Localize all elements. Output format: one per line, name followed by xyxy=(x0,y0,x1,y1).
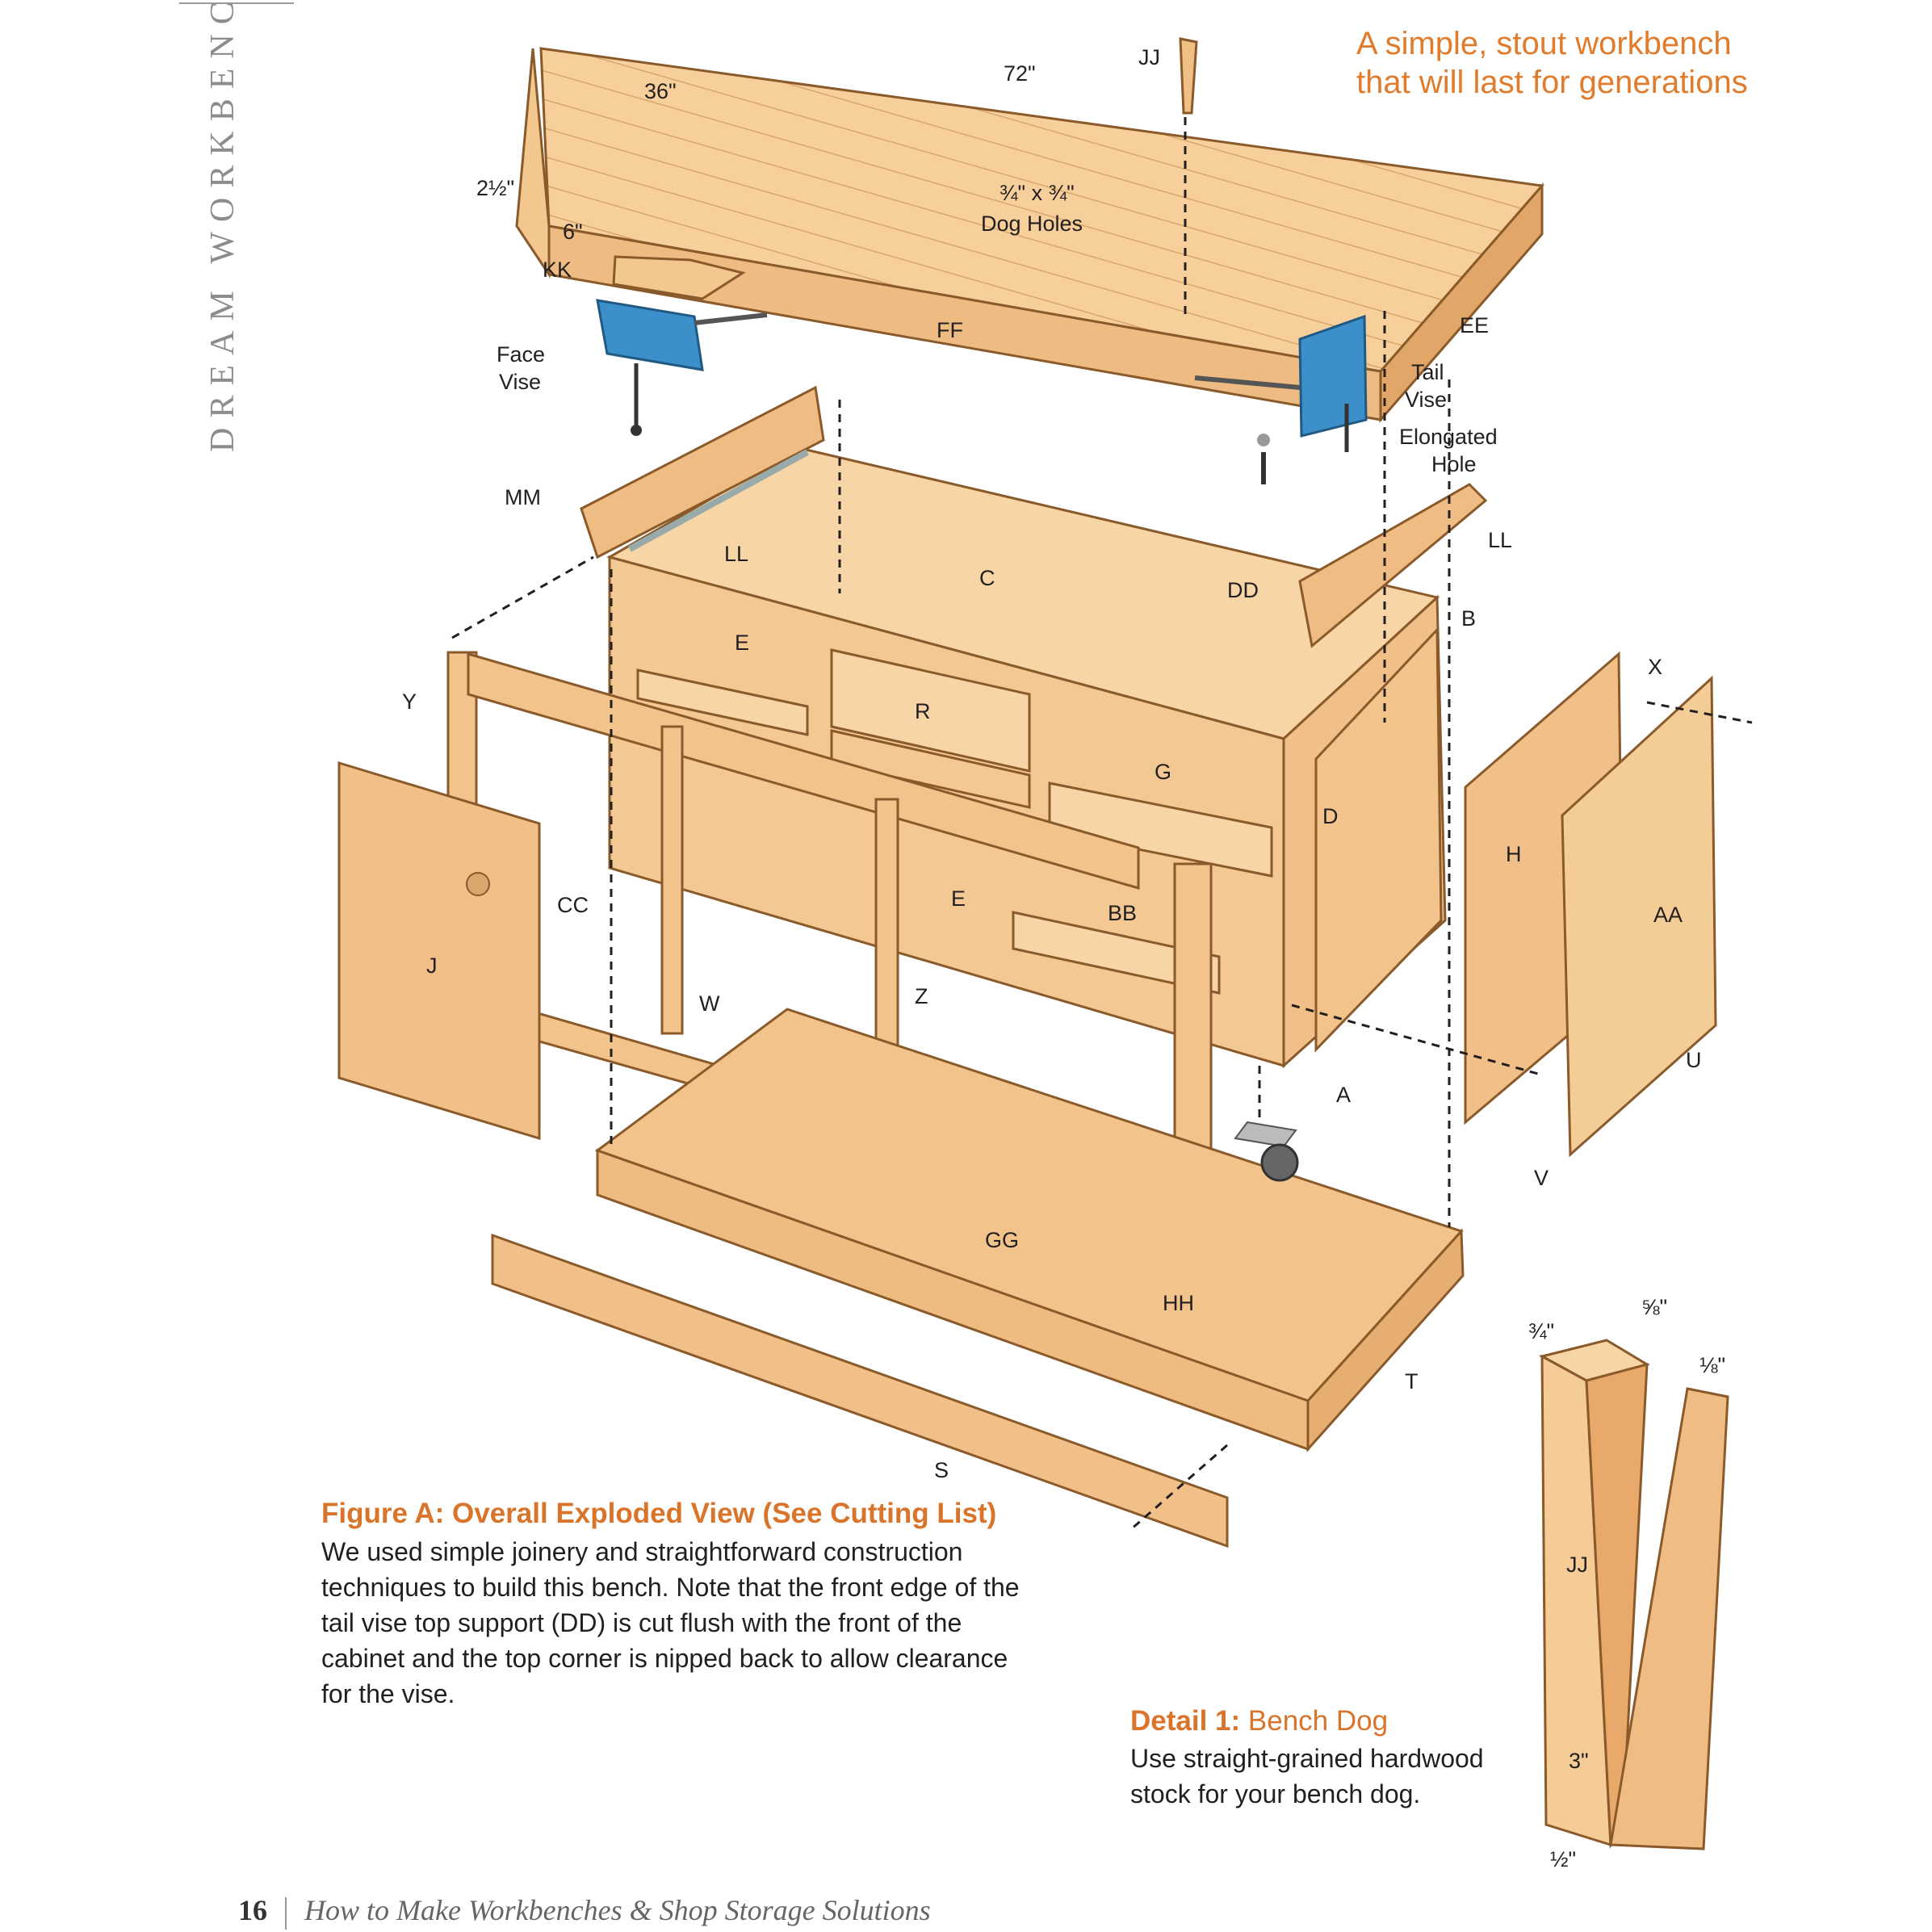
label-face-vise-1: Face xyxy=(497,342,545,367)
label-u: U xyxy=(1686,1048,1702,1072)
label-face-vise-2: Vise xyxy=(499,370,541,394)
label-gg: GG xyxy=(985,1228,1019,1252)
side-frame-u xyxy=(1561,675,1717,1158)
label-mm: MM xyxy=(505,485,541,509)
label-ff: FF xyxy=(937,318,963,342)
tail-vise xyxy=(1194,314,1368,484)
diagram-labels: 36" 72" 2½" 6" ¾" x ¾" Dog Holes JJ KK F… xyxy=(402,45,1725,1871)
tagline-line-1: A simple, stout workbench xyxy=(1356,26,1732,61)
label-dog-holes: Dog Holes xyxy=(981,212,1083,236)
label-6: 6" xyxy=(563,220,583,244)
detail-title: Detail 1: Bench Dog xyxy=(1130,1705,1388,1737)
label-ee: EE xyxy=(1460,313,1489,337)
label-b: B xyxy=(1461,606,1476,631)
bench-dog-top xyxy=(1179,37,1198,115)
page-number: 16 xyxy=(238,1894,267,1926)
label-s: S xyxy=(934,1458,949,1482)
figure-title: Figure A: Overall Exploded View (See Cut… xyxy=(321,1498,997,1529)
label-z: Z xyxy=(915,984,928,1008)
label-w: W xyxy=(699,991,720,1016)
detail-caption: Use straight-grained hardwood stock for … xyxy=(1130,1744,1484,1808)
label-elongated: Elongated xyxy=(1399,425,1498,449)
label-r: R xyxy=(915,699,931,723)
label-det-12: ½" xyxy=(1550,1847,1576,1871)
label-tail-vise-2: Vise xyxy=(1405,388,1447,412)
label-e-2: E xyxy=(951,886,966,911)
page-footer: 16 How to Make Workbenches & Shop Storage… xyxy=(238,1893,931,1930)
label-hh: HH xyxy=(1163,1291,1194,1315)
label-ll-2: LL xyxy=(1488,528,1512,552)
footer-divider xyxy=(285,1896,287,1930)
label-det-34: ¾" xyxy=(1528,1319,1554,1343)
detail-bench-dog xyxy=(1538,1339,1729,1850)
detail-title-bold: Detail 1: xyxy=(1130,1705,1241,1737)
label-dd: DD xyxy=(1227,578,1259,602)
label-det-58: ⅝" xyxy=(1641,1295,1667,1319)
face-vise xyxy=(596,299,768,436)
label-cc: CC xyxy=(557,893,589,917)
detail-title-rest: Bench Dog xyxy=(1240,1705,1389,1737)
label-bb: BB xyxy=(1108,901,1137,925)
label-t: T xyxy=(1405,1369,1419,1393)
label-g: G xyxy=(1155,760,1171,784)
label-ll: LL xyxy=(724,542,748,566)
label-h: H xyxy=(1506,842,1522,866)
label-det-3: 3" xyxy=(1569,1749,1589,1773)
label-y: Y xyxy=(402,689,417,714)
bench-top xyxy=(515,47,1544,424)
vise-support-dd xyxy=(1298,483,1488,648)
label-aa: AA xyxy=(1653,903,1683,927)
label-hole: Hole xyxy=(1431,452,1477,476)
label-v: V xyxy=(1534,1166,1549,1190)
label-72: 72" xyxy=(1004,61,1036,86)
label-a: A xyxy=(1336,1083,1351,1107)
door-j xyxy=(337,761,541,1141)
label-c: C xyxy=(979,566,995,590)
label-x: X xyxy=(1648,655,1662,679)
label-dog-size: ¾" x ¾" xyxy=(1000,181,1075,205)
label-det-18: ⅛" xyxy=(1699,1353,1725,1377)
label-j: J xyxy=(426,953,438,978)
label-jj: JJ xyxy=(1138,45,1160,69)
top-rule xyxy=(179,2,294,4)
base-frame xyxy=(491,1008,1465,1549)
door-knob xyxy=(466,872,490,896)
label-kk: KK xyxy=(543,258,572,282)
block-kk xyxy=(612,255,746,300)
label-36: 36" xyxy=(644,79,677,103)
vise-support-mm xyxy=(580,385,825,559)
book-title: How to Make Workbenches & Shop Storage S… xyxy=(304,1894,931,1926)
label-tail-vise-1: Tail xyxy=(1411,360,1444,384)
label-e: E xyxy=(735,631,749,655)
tagline: A simple, stout workbench that will last… xyxy=(1356,24,1748,102)
guide-lines xyxy=(451,311,1753,1532)
caster xyxy=(1234,1121,1299,1182)
label-2-5: 2½" xyxy=(476,176,514,200)
label-d: D xyxy=(1322,804,1339,828)
label-det-jj: JJ xyxy=(1566,1553,1588,1577)
figure-caption: We used simple joinery and straightforwa… xyxy=(321,1537,1020,1708)
tagline-line-2: that will last for generations xyxy=(1356,65,1748,100)
